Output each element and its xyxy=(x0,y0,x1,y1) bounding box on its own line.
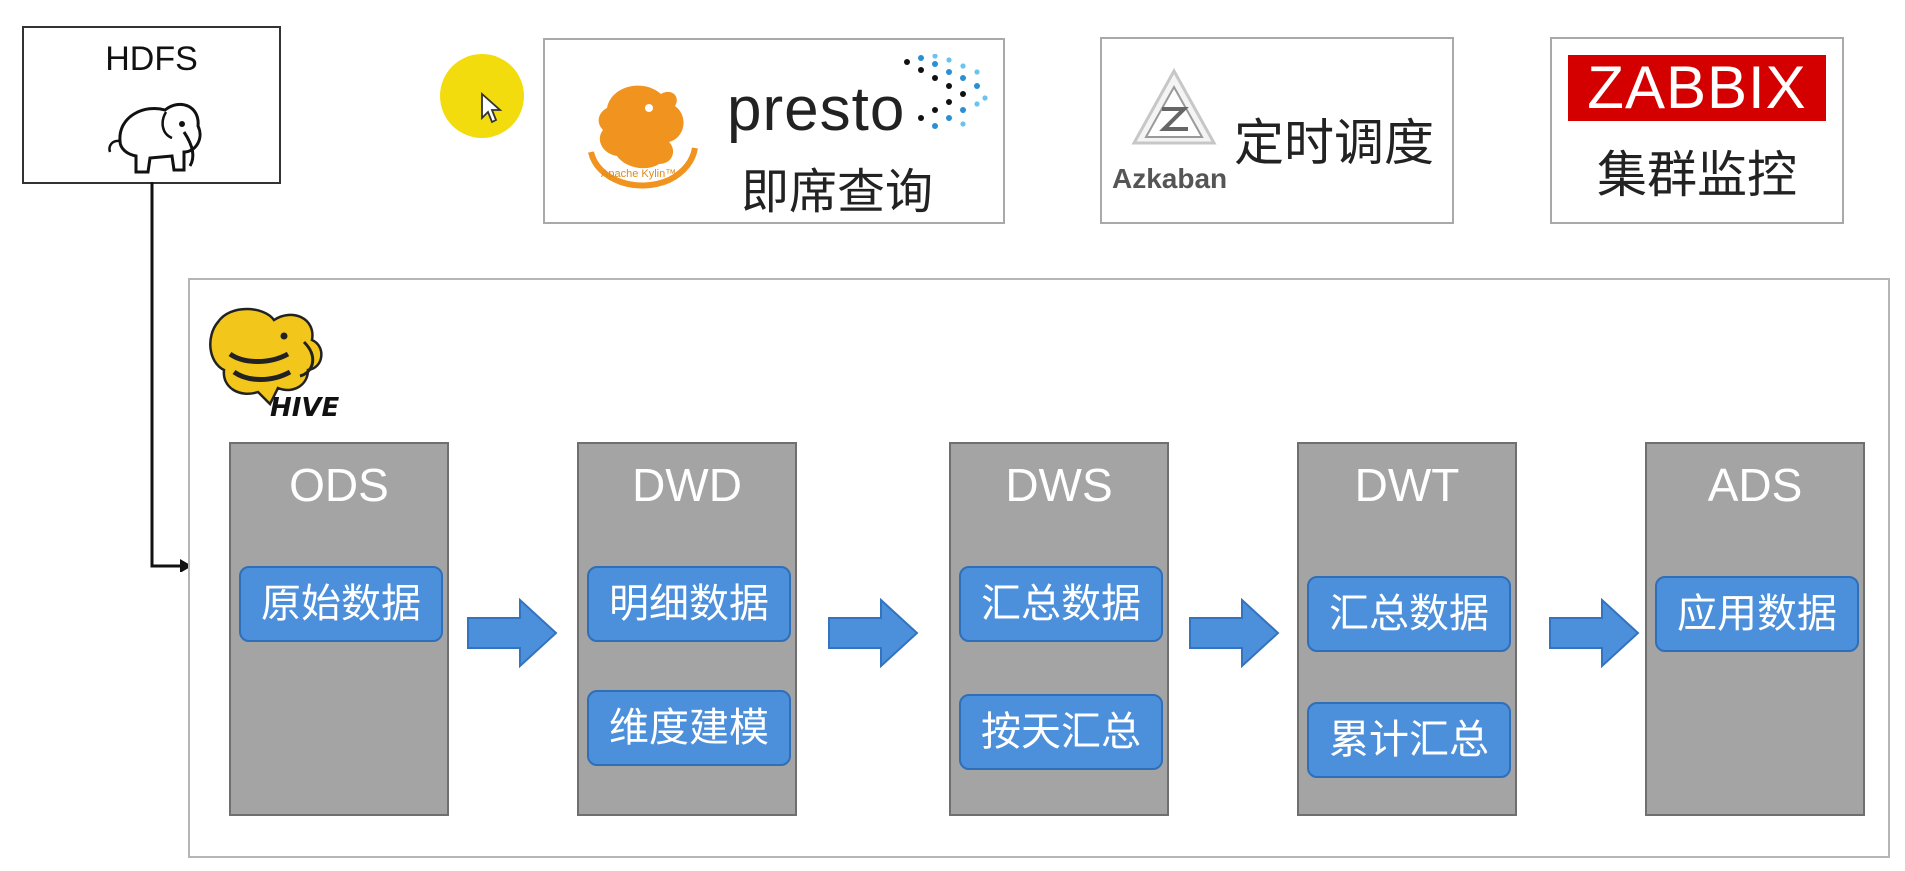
layer-item: 汇总数据 xyxy=(959,566,1163,642)
layer-dwt: DWT 汇总数据 累计汇总 xyxy=(1297,442,1517,816)
layer-item: 明细数据 xyxy=(587,566,791,642)
presto-wordmark: presto xyxy=(727,75,906,144)
layer-item: 原始数据 xyxy=(239,566,443,642)
kylin-caption: Apache Kylin™ xyxy=(601,168,677,180)
azkaban-logo-icon xyxy=(1131,67,1217,145)
flow-arrow-icon xyxy=(467,598,558,668)
flow-arrow-icon xyxy=(828,598,919,668)
hdfs-title: HDFS xyxy=(105,40,198,78)
apache-kylin-logo-icon xyxy=(588,85,698,189)
azkaban-wordmark: Azkaban xyxy=(1112,163,1228,194)
flow-arrow-icon xyxy=(1549,598,1640,668)
layer-dwd: DWD 明细数据 维度建模 xyxy=(577,442,797,816)
layer-ods: ODS 原始数据 xyxy=(229,442,449,816)
adhoc-query-box: Apache Kylin™ presto 即席查询 xyxy=(543,38,1005,224)
monitoring-label: 集群监控 xyxy=(1597,147,1797,203)
adhoc-query-label: 即席查询 xyxy=(741,166,934,219)
flow-arrow-icon xyxy=(1189,598,1280,668)
svg-text:HIVE: HIVE xyxy=(270,393,340,422)
layer-item: 按天汇总 xyxy=(959,694,1163,770)
layer-item: 累计汇总 xyxy=(1307,702,1511,778)
layer-title: ODS xyxy=(289,459,389,511)
layer-item: 汇总数据 xyxy=(1307,576,1511,652)
layer-item: 应用数据 xyxy=(1655,576,1859,652)
layer-title: DWS xyxy=(1005,459,1113,511)
layer-item: 维度建模 xyxy=(587,690,791,766)
zabbix-logo: ZABBIX xyxy=(1568,55,1826,121)
mouse-pointer-icon xyxy=(481,92,503,124)
hive-bee-elephant-icon: HIVE xyxy=(209,307,340,422)
scheduling-label: 定时调度 xyxy=(1234,115,1434,171)
monitoring-box: ZABBIX 集群监控 xyxy=(1550,37,1844,224)
scheduling-box: Azkaban 定时调度 xyxy=(1100,37,1454,224)
hadoop-elephant-icon xyxy=(108,103,202,174)
layer-dws: DWS 汇总数据 按天汇总 xyxy=(949,442,1169,816)
presto-dots-icon xyxy=(904,54,988,129)
hdfs-to-hive-connector xyxy=(150,182,192,572)
layer-ads: ADS 应用数据 xyxy=(1645,442,1865,816)
hdfs-box: HDFS xyxy=(22,26,281,184)
layer-title: DWD xyxy=(632,459,742,511)
layer-title: DWT xyxy=(1354,459,1460,511)
layer-title: ADS xyxy=(1707,459,1803,511)
